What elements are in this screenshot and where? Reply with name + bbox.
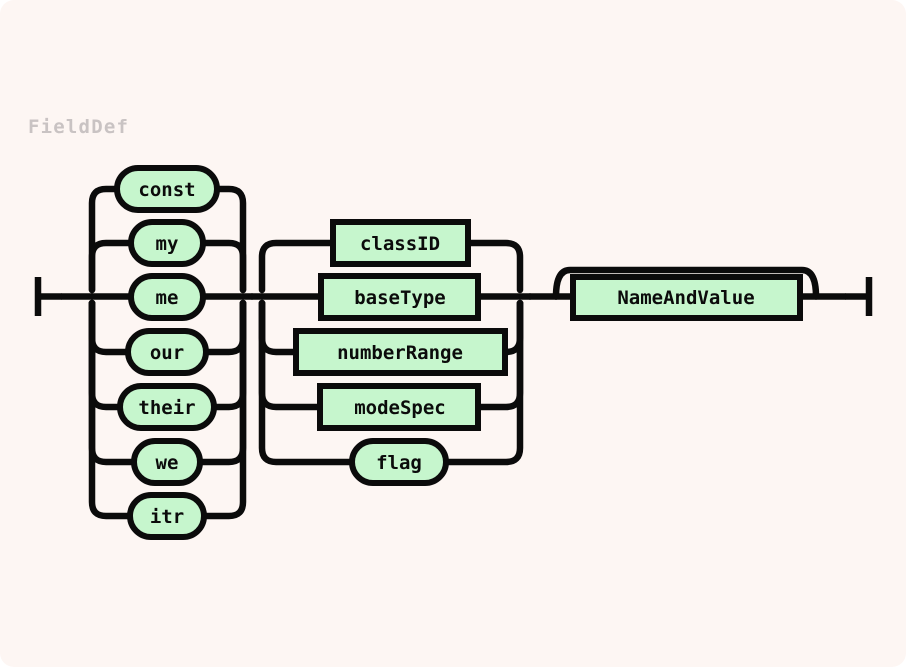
- node-label: baseType: [354, 287, 446, 309]
- node-label: we: [156, 452, 179, 474]
- node-label: our: [150, 342, 184, 364]
- node-modeSpec[interactable]: modeSpec: [317, 383, 481, 431]
- node-numberRange[interactable]: numberRange: [293, 328, 508, 376]
- group-qualifier-choice: const my me our their we: [58, 165, 256, 540]
- node-label: NameAndValue: [617, 287, 754, 309]
- node-label: my: [156, 233, 179, 255]
- node-label: numberRange: [337, 342, 463, 364]
- node-label: me: [156, 287, 179, 309]
- node-baseType[interactable]: baseType: [318, 273, 481, 321]
- node-const[interactable]: const: [114, 165, 220, 213]
- track-end-marker: [845, 277, 873, 316]
- node-their[interactable]: their: [117, 383, 217, 431]
- node-label: modeSpec: [354, 397, 446, 419]
- node-itr[interactable]: itr: [127, 492, 207, 540]
- page-title: FieldDef: [28, 116, 130, 138]
- group-name-and-value-repeat: NameAndValue: [526, 266, 849, 321]
- node-label: flag: [376, 452, 422, 474]
- node-we[interactable]: we: [131, 438, 203, 486]
- track-start-marker: [34, 277, 62, 316]
- node-classID[interactable]: classID: [330, 219, 471, 267]
- node-my[interactable]: my: [128, 219, 206, 267]
- node-label: itr: [150, 506, 184, 528]
- group-type-choice: classID baseType numberRange modeSpec fl…: [248, 219, 534, 486]
- node-label: their: [138, 397, 195, 419]
- node-NameAndValue[interactable]: NameAndValue: [570, 274, 803, 321]
- node-flag[interactable]: flag: [349, 438, 449, 486]
- node-label: classID: [360, 233, 440, 255]
- node-label: const: [138, 179, 195, 201]
- node-our[interactable]: our: [125, 328, 209, 376]
- node-me[interactable]: me: [128, 273, 206, 321]
